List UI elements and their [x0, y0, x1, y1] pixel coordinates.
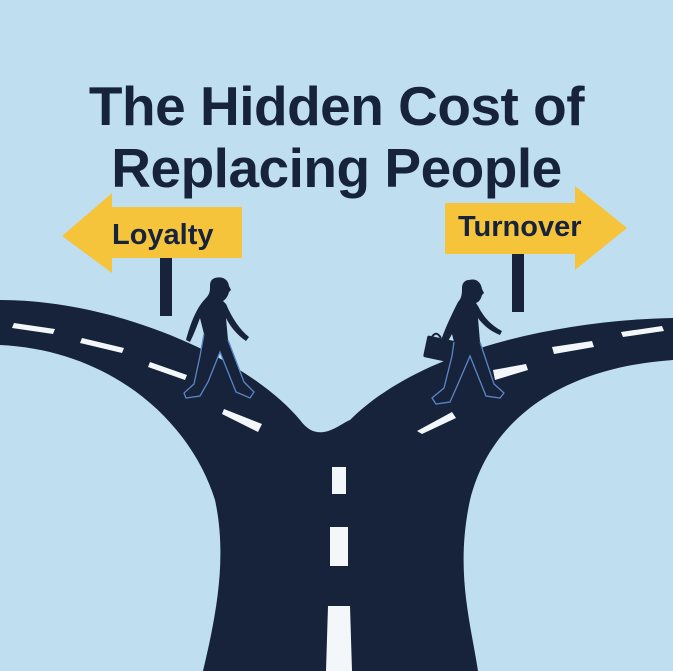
title-line-2: Replacing People — [111, 136, 562, 199]
sign-post-right — [512, 254, 524, 312]
arrow-right-sign-icon — [445, 186, 627, 270]
lane-markings — [12, 323, 664, 671]
turnover-sign-label: Turnover — [458, 211, 582, 243]
page-title: The Hidden Cost of Replacing People — [0, 75, 673, 199]
walking-person-with-briefcase-icon — [423, 279, 505, 405]
turnover-sign — [445, 186, 627, 312]
arrow-left-sign-icon — [62, 193, 242, 273]
sign-post-left — [160, 258, 172, 316]
loyalty-sign-label: Loyalty — [112, 219, 214, 251]
title-line-1: The Hidden Cost of — [88, 74, 585, 137]
loyalty-sign — [62, 193, 242, 316]
walking-person-icon — [183, 277, 255, 399]
briefcase-icon — [423, 335, 455, 363]
